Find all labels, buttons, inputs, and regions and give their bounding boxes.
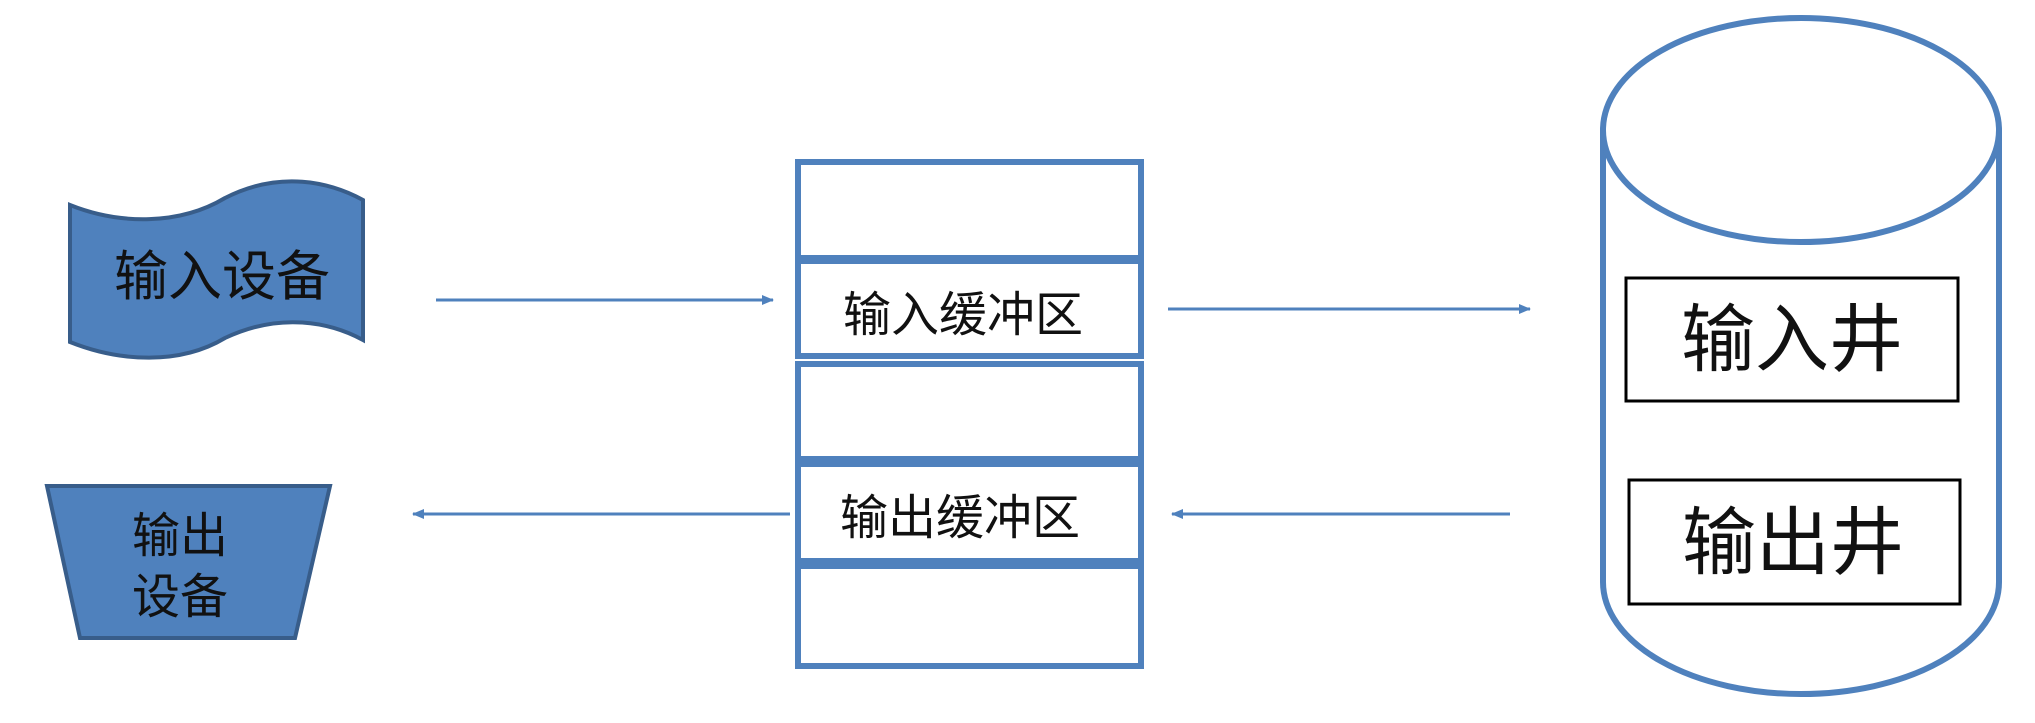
output-buffer-label: 输出缓冲区 — [840, 490, 1080, 546]
buffer-cell-5 — [795, 563, 1144, 669]
disk-top — [1600, 15, 2002, 245]
buffer-cell-output — [795, 461, 1144, 564]
buffer-stack: 输入缓冲区 输出缓冲区 — [795, 159, 1144, 669]
output-device-label-line2: 设备 — [132, 569, 228, 625]
input-well-label: 输入井 — [1681, 297, 1903, 383]
buffer-cell-1 — [795, 159, 1144, 261]
input-device: 输入设备 — [68, 179, 365, 360]
output-well — [1627, 478, 1962, 606]
input-buffer-label: 输入缓冲区 — [843, 287, 1083, 343]
input-well — [1624, 276, 1960, 403]
input-device-label: 输入设备 — [114, 245, 330, 308]
output-well-label: 输出井 — [1682, 500, 1904, 586]
buffer-cell-3 — [795, 361, 1144, 462]
output-device: 输出 设备 — [44, 484, 333, 640]
buffer-cell-input — [795, 258, 1144, 359]
input-device-shape — [68, 179, 365, 360]
disk-cylinder: 输入井 输出井 — [1600, 15, 2002, 697]
output-device-shape — [44, 484, 333, 640]
output-device-label-line1: 输出 — [132, 508, 228, 564]
